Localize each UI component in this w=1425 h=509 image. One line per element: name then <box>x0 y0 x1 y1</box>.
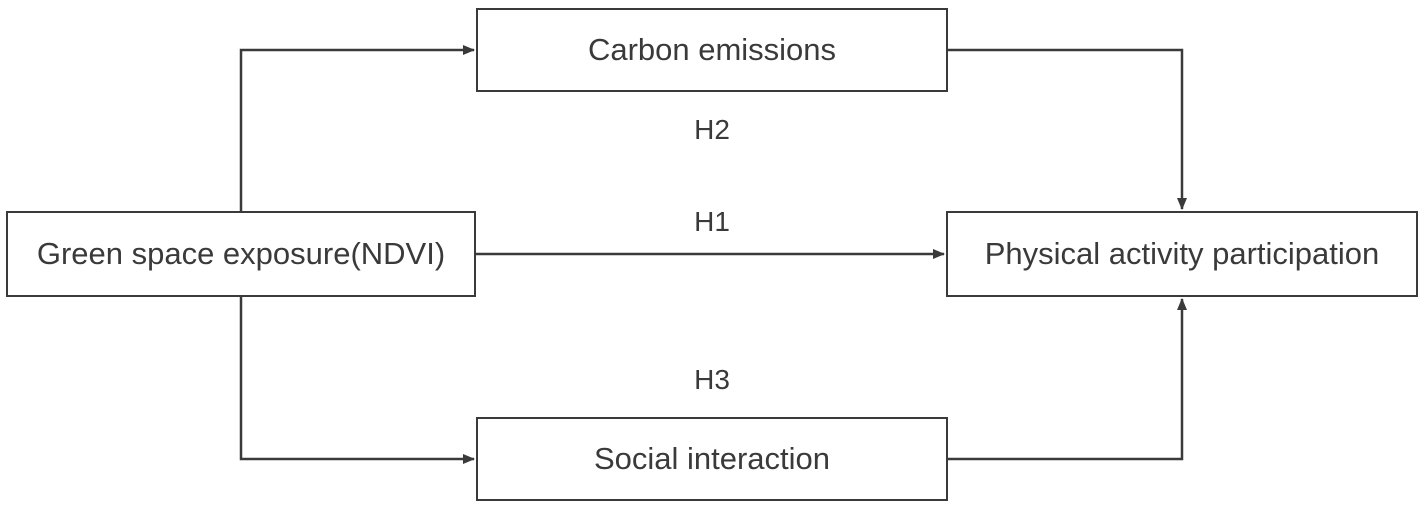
carbon-emissions-label: Carbon emissions <box>587 32 837 67</box>
arrow-green-to-carbon <box>239 45 475 211</box>
hypothesis-h1-label: H1 <box>694 206 730 237</box>
green-space-exposure-box: Green space exposure(NDVI) <box>6 211 476 297</box>
social-interaction-box: Social interaction <box>476 417 948 501</box>
physical-activity-participation-box: Physical activity participation <box>946 211 1418 297</box>
green-space-exposure-label: Green space exposure(NDVI) <box>36 236 446 271</box>
social-interaction-label: Social interaction <box>593 441 831 476</box>
arrow-carbon-to-physical-activity <box>948 48 1187 210</box>
carbon-emissions-box: Carbon emissions <box>476 8 948 92</box>
arrow-social-to-physical-activity <box>948 298 1187 461</box>
hypothesis-h3-label: H3 <box>694 364 730 395</box>
arrow-green-to-social <box>239 297 475 464</box>
hypothesis-h2-label: H2 <box>694 114 730 145</box>
physical-activity-participation-label: Physical activity participation <box>984 236 1380 271</box>
